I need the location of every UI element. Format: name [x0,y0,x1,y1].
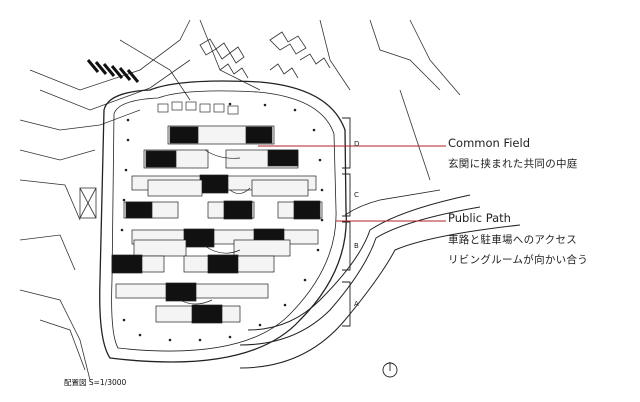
common-field-title: Common Field [448,136,530,150]
zone-label-d: D [354,140,360,148]
zone-label-c: C [354,191,359,199]
zone-label-b: B [354,242,359,250]
public-path-desc-2: リビングルームが向かい合う [448,254,589,266]
surrounding-context [19,19,461,381]
zone-label-a: A [354,300,359,308]
row-a [115,282,269,324]
scale-label: 配置図 S=1/3000 [64,378,127,387]
common-field-desc: 玄関に挟まれた共同の中庭 [448,158,578,170]
row-c [123,174,323,220]
row-b [111,228,319,274]
zone-brackets [342,117,351,327]
north-arrow-icon [382,362,398,378]
small-units [157,101,239,115]
leader-lines [258,145,446,222]
row-d [143,125,299,169]
public-path-desc-1: 車路と駐車場へのアクセス [448,234,578,246]
public-path-title: Public Path [448,211,511,225]
parking-stripes [86,59,140,83]
side-structure [79,187,97,219]
